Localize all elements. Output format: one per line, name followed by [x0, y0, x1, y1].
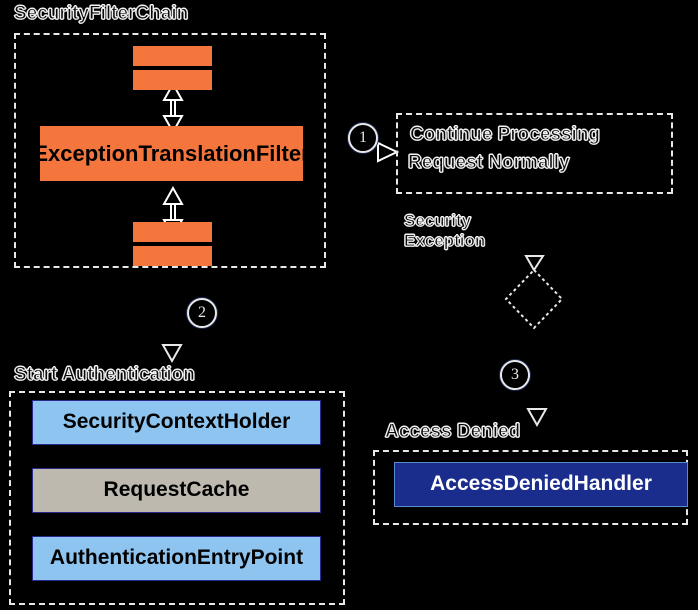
node-label: ExceptionTranslationFilter	[33, 140, 310, 166]
node-label: RequestCache	[103, 478, 250, 502]
marker-3-label: 3	[511, 366, 519, 383]
arrow-access-denied	[526, 392, 548, 428]
filter-bar-bottom-2	[133, 246, 212, 266]
marker-2-circle: 2	[187, 298, 217, 328]
marker-1-label: 1	[359, 129, 367, 146]
group-title-access-denied: Access Denied	[384, 421, 521, 443]
filter-bar-top-2	[133, 70, 212, 90]
node-authenticationentrypoint[interactable]: AuthenticationEntryPoint	[21, 536, 321, 592]
node-label: AuthenticationEntryPoint	[49, 546, 304, 570]
filter-bar-top-1	[133, 46, 212, 66]
arrow-start-authentication	[161, 328, 183, 364]
group-box-security-filter-chain	[14, 33, 326, 268]
node-label: AccessDeniedHandler	[430, 472, 652, 496]
marker-3-circle: 3	[500, 360, 530, 390]
group-box-start-authentication	[9, 391, 345, 605]
group-title-security-filter-chain: SecurityFilterChain	[13, 3, 189, 25]
edge-label-security-exception: Security Exception	[404, 210, 486, 250]
group-title-continue-processing-line1: Continue Processing	[409, 124, 601, 146]
node-securitycontextholder[interactable]: SecurityContextHolder	[21, 400, 321, 456]
node-accessdeniedhandler[interactable]: AccessDeniedHandler	[383, 462, 688, 518]
filter-bar-bottom-1	[133, 222, 212, 242]
group-box-continue-processing	[396, 113, 673, 194]
group-title-start-authentication: Start Authentication	[14, 364, 196, 386]
marker-1-circle: 1	[348, 123, 378, 153]
node-exception-translation-filter[interactable]: ExceptionTranslationFilter	[29, 126, 310, 192]
node-requestcache[interactable]: RequestCache	[21, 468, 321, 524]
node-label: SecurityContextHolder	[62, 410, 291, 434]
group-title-continue-processing-line2: Request Normally	[408, 152, 571, 174]
marker-2-label: 2	[198, 304, 206, 321]
arrow-continue-processing	[377, 141, 400, 163]
